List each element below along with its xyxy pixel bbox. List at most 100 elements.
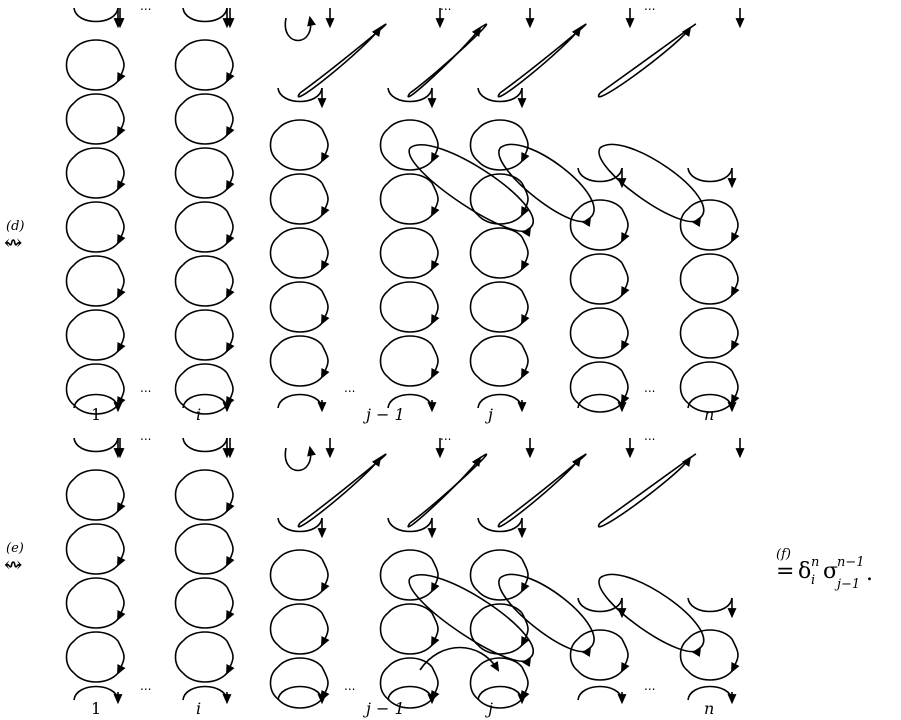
strand-segment-298 [688,630,732,639]
strand-segment-34 [227,49,233,81]
strand-segment-79 [271,291,279,323]
strand-segment-42 [227,157,233,189]
ellipsis-top-1-lower: ... [140,429,151,443]
strand-segment-128 [478,282,522,291]
strand-segment-146 [622,317,628,349]
strand-segment-77 [278,269,322,278]
strand-segment-16 [74,202,118,211]
strand-segment-88 [388,88,432,102]
strand-segment-204 [118,533,124,565]
strand-segment-50 [227,265,233,297]
strand-segment-154 [578,395,622,409]
strand-segment-100 [388,228,432,237]
strand-segment-140 [578,200,622,209]
strand-segment-28 [74,364,118,373]
strand-segment-251 [278,699,322,708]
ellipsis-bottom-1: ... [140,381,151,395]
strand-segment-97 [388,215,432,224]
strand-segment-20 [74,256,118,265]
label-1-lower: 1 [91,699,101,718]
strand-segment-152 [578,362,622,371]
strand-segment-240 [322,559,328,591]
strand-segment-248 [322,667,328,699]
strand-segment-268 [388,687,432,701]
strand-segment-291 [578,671,622,680]
strand-segment-55 [176,319,184,351]
strand-segment-147 [571,317,579,349]
strand-segment-181 [500,24,586,93]
strand-segment-207 [74,565,118,574]
strand-segment-21 [74,297,118,306]
strand-segment-45 [183,189,227,198]
equivalence-arrow-e: ↭ [4,553,22,578]
strand-segment-297 [681,639,689,671]
strand-segment-315 [600,574,704,648]
strand-segment-169 [688,349,732,358]
step-label-d: (d) [6,219,24,234]
strand-segment-85 [278,377,322,386]
strand-segment-95 [381,183,389,215]
strand-segment-142 [622,263,628,295]
strand-segment-37 [183,81,227,90]
strand-segment-54 [227,319,233,351]
strand-segment-104 [388,282,432,291]
strand-segment-254 [388,518,432,532]
strand-segment-68 [278,120,322,129]
strand-segment-105 [388,323,432,332]
label-1: 1 [91,405,101,424]
strand-segment-205 [67,533,75,565]
strand-segment-229 [176,587,184,619]
strand-segment-41 [183,135,227,144]
strand-segment-117 [478,161,522,170]
strand-segment-230 [183,578,227,587]
strand-segment-93 [388,161,432,170]
strand-segment-17 [74,243,118,252]
strand-segment-64 [278,88,322,102]
strand-segment-294 [688,598,732,612]
strand-segment-258 [388,550,432,559]
strand-segment-56 [183,310,227,319]
strand-segment-58 [227,373,233,405]
strand-segment-94 [432,183,438,215]
ellipsis-bottom-3: ... [644,381,655,395]
strand-segment-90 [432,129,438,161]
strand-segment-69 [278,161,322,170]
strand-segment-171 [681,371,689,403]
strand-segment-190 [599,148,700,222]
strand-segment-124 [478,228,522,237]
strand-segment-78 [322,291,328,323]
strand-segment-260 [432,613,438,645]
strand-segment-153 [578,403,622,412]
strand-segment-292 [578,687,622,701]
strand-segment-162 [732,263,738,295]
strand-segment-214 [74,632,118,641]
strand-segment-185 [410,145,533,228]
strand-segment-290 [578,630,622,639]
strand-segment-3 [67,49,75,81]
strand-segment-202 [74,470,118,479]
strand-segment-127 [471,291,479,323]
strand-segment-225 [176,533,184,565]
strand-segment-283 [478,699,522,708]
strand-segment-284 [478,687,522,701]
strand-segment-46 [227,211,233,243]
delta-subscript: i [811,573,815,588]
strand-segment-159 [681,209,689,241]
strand-segment-265 [381,667,389,699]
strand-segment-98 [432,237,438,269]
ellipsis-top-3: ... [644,0,655,13]
sigma-superscript: n−1 [837,555,865,570]
delta-symbol: δ [798,559,811,584]
strand-segment-307 [500,454,586,523]
strand-segment-80 [278,282,322,291]
strand-segment-91 [381,129,389,161]
strand-segment-36 [183,40,227,49]
strand-layer [67,8,741,708]
ellipsis-top-2: ... [440,0,451,13]
ellipsis-top-1: ... [140,0,151,13]
strand-segment-12 [74,148,118,157]
strand-segment-141 [578,241,622,250]
strand-segment-121 [478,215,522,224]
strand-segment-300 [688,687,732,701]
step-label-e: (e) [6,541,24,556]
